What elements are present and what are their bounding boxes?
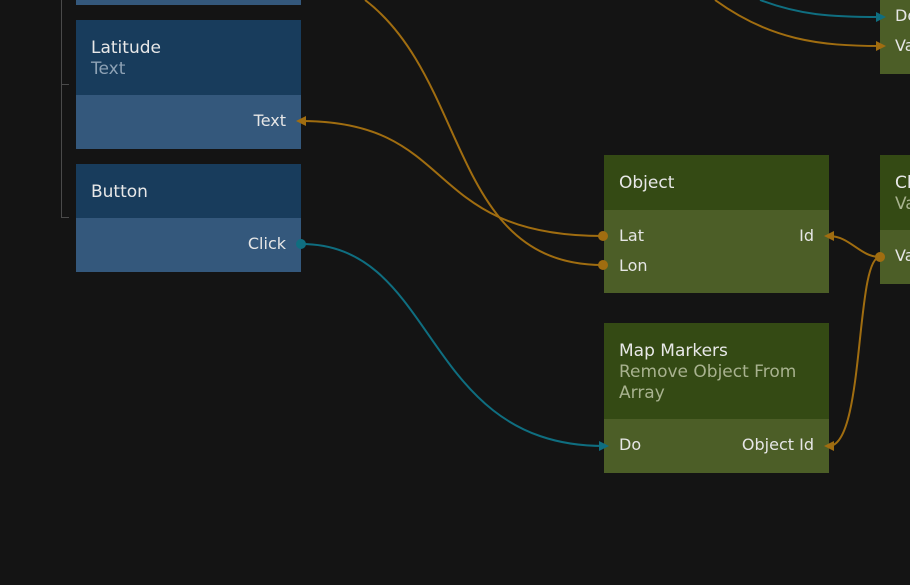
node-body: Va <box>880 230 910 284</box>
partial-node-top[interactable] <box>76 0 301 5</box>
node-body: Text <box>76 95 301 149</box>
node-subtitle-line-2: Array <box>619 383 665 403</box>
port-do-input[interactable]: Do <box>619 435 642 454</box>
wire-lon[interactable] <box>364 0 604 266</box>
port-lon-input[interactable]: Lon <box>619 256 648 275</box>
node-subtitle: Text <box>91 59 126 79</box>
node-title: Cl <box>895 173 910 193</box>
node-body: Click <box>76 218 301 272</box>
partial-node-right-mid[interactable]: Cl Va Va <box>880 155 910 284</box>
port-lat-input[interactable]: Lat <box>619 226 644 245</box>
port-do-input[interactable]: Do <box>895 6 910 25</box>
node-body: Lat Lon Id <box>604 210 829 293</box>
map-markers-node[interactable]: Map Markers Remove Object From Array Do … <box>604 323 829 473</box>
group-frame-tick <box>61 84 69 85</box>
node-header[interactable]: Map Markers Remove Object From Array <box>604 323 829 419</box>
wire-object-id[interactable] <box>828 256 881 447</box>
group-frame-line <box>61 0 62 218</box>
node-subtitle-line-1: Remove Object From <box>619 362 797 382</box>
wire-value-top[interactable] <box>714 0 881 47</box>
node-subtitle: Va <box>895 194 910 214</box>
port-value-input[interactable]: Va <box>895 246 910 265</box>
node-title: Button <box>91 182 148 202</box>
port-click-output[interactable]: Click <box>247 234 286 253</box>
wire-lat-text[interactable] <box>300 120 604 237</box>
node-title: Map Markers <box>619 341 728 361</box>
wire-do-top[interactable] <box>759 0 881 18</box>
port-object-id-input[interactable]: Object Id <box>741 435 814 454</box>
wire-id[interactable] <box>828 235 881 258</box>
button-node[interactable]: Button Click <box>76 164 301 272</box>
group-frame-tick <box>61 217 69 218</box>
port-value-input[interactable]: Va <box>895 36 910 55</box>
latitude-node[interactable]: Latitude Text Text <box>76 20 301 149</box>
node-body: Do Object Id <box>604 419 829 473</box>
node-header[interactable]: Button <box>76 164 301 218</box>
node-title: Object <box>619 173 675 193</box>
partial-node-right-top[interactable]: Do Va <box>880 0 910 74</box>
node-header[interactable]: Object <box>604 155 829 210</box>
node-header[interactable]: Latitude Text <box>76 20 301 95</box>
node-header[interactable]: Cl Va <box>880 155 910 230</box>
wire-click-do[interactable] <box>300 243 605 447</box>
port-text-output[interactable]: Text <box>253 111 286 130</box>
object-node[interactable]: Object Lat Lon Id <box>604 155 829 293</box>
node-title: Latitude <box>91 38 161 58</box>
port-id-output[interactable]: Id <box>799 226 814 245</box>
